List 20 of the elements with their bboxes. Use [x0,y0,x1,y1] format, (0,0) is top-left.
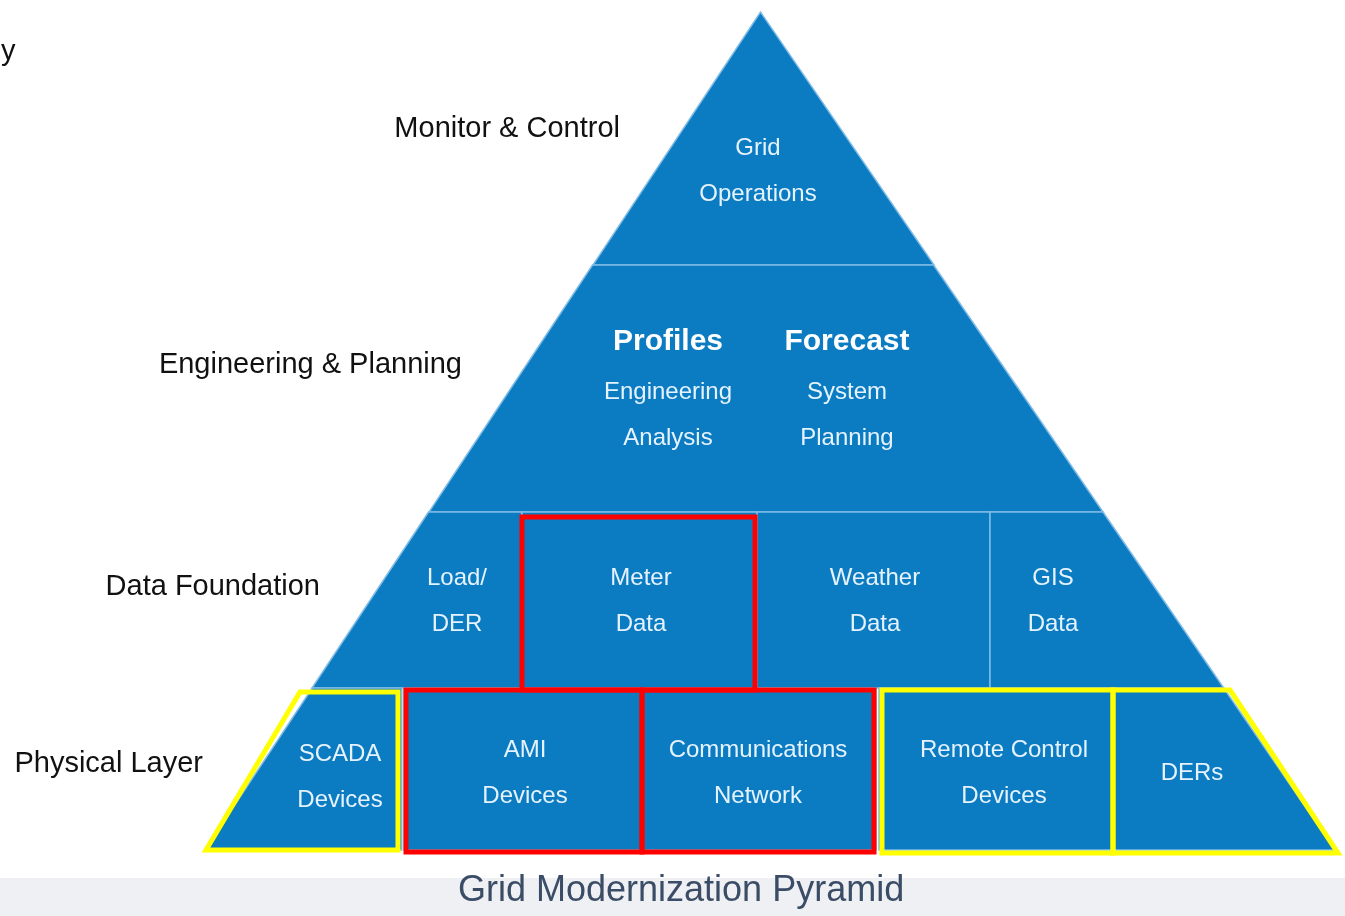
cell-heading: Forecast [783,322,911,358]
layer-label: Engineering & Planning [158,346,462,380]
cell-text: AMI Devices [481,734,569,810]
caption: Grid Modernization Pyramid [458,868,905,910]
layer-label: Data Foundation [105,568,320,602]
cell-text: Engineering Analysis [602,376,734,452]
cell-text: Grid Operations [698,132,818,208]
cell-text: Load/ DER [425,562,488,638]
cell-heading: Profiles [611,322,724,358]
cut-off-text: y [1,33,16,67]
cell-text: System Planning [799,376,895,452]
cell-text: GIS Data [1026,562,1080,638]
cell-text: Communications Network [667,734,849,810]
layer-label: Physical Layer [14,745,203,779]
cell-text: DERs [1159,757,1225,787]
cell-text: SCADA Devices [296,738,384,814]
cell-text: Weather Data [828,562,922,638]
cell-text: Remote Control Devices [918,734,1090,810]
layer-label: Monitor & Control [394,110,620,144]
cell-text: Meter Data [609,562,673,638]
